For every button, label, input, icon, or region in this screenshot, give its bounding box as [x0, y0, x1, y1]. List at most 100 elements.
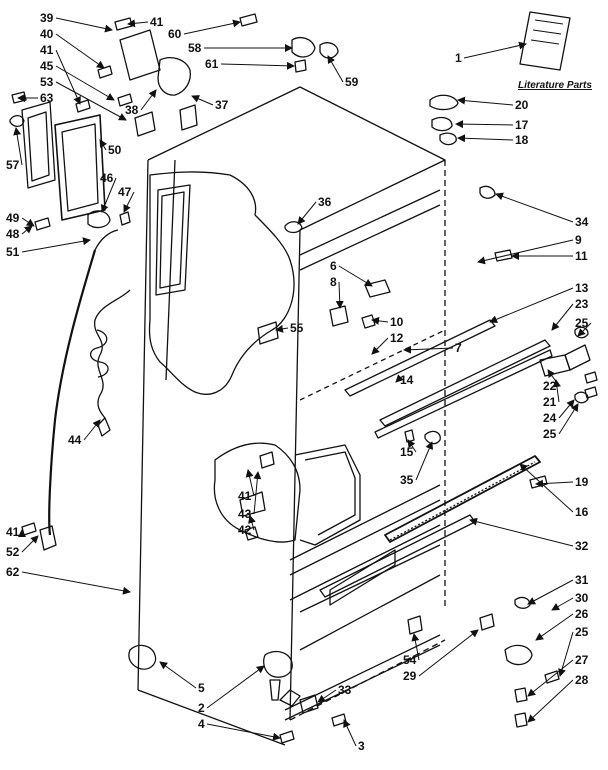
leader-c41c [245, 469, 255, 497]
callout-c15: 15 [400, 445, 414, 459]
leader-c38 [140, 89, 157, 111]
callout-c12: 12 [390, 331, 404, 345]
leader-c10 [371, 316, 389, 325]
callout-c13: 13 [575, 281, 589, 295]
leader-c17 [455, 120, 514, 129]
callout-c58: 58 [188, 41, 202, 55]
leader-c28 [527, 679, 574, 723]
leader-c29 [418, 629, 479, 677]
hinge-pin [429, 94, 459, 111]
leader-c60 [183, 19, 241, 35]
leader-c51 [21, 237, 91, 253]
callout-c41a: 41 [150, 15, 164, 29]
leader-c36 [297, 201, 317, 225]
leader-c39 [55, 17, 113, 33]
callout-c20: 20 [515, 98, 529, 112]
callout-c38: 38 [125, 103, 139, 117]
leader-c40 [55, 33, 105, 69]
leader-c3 [343, 719, 357, 747]
leader-c6 [338, 265, 373, 287]
callout-c5: 5 [198, 681, 205, 695]
leader-c41a [127, 19, 149, 28]
callout-c32: 32 [575, 539, 589, 553]
callout-c31: 31 [575, 573, 589, 587]
callout-c42: 42 [238, 523, 252, 537]
bracket [39, 525, 57, 551]
callout-c51: 51 [6, 245, 20, 259]
leader-c14 [395, 374, 404, 383]
leader-c35 [415, 441, 433, 481]
callout-c43: 43 [238, 507, 252, 521]
callout-c14: 14 [400, 373, 414, 387]
callout-c34: 34 [575, 215, 589, 229]
callout-c28: 28 [575, 673, 589, 687]
leader-c12 [371, 337, 389, 355]
callout-c37: 37 [215, 98, 229, 112]
leader-c21 [552, 379, 561, 403]
callout-c63: 63 [40, 91, 54, 105]
callout-c36: 36 [318, 195, 332, 209]
callout-c27: 27 [575, 653, 589, 667]
callout-c29: 29 [403, 669, 417, 683]
callout-c39: 39 [40, 11, 54, 25]
leader-c34 [495, 192, 574, 223]
callout-c24: 24 [543, 411, 557, 425]
leader-c9 [477, 239, 574, 265]
leader-c48 [21, 225, 33, 235]
callout-c45: 45 [40, 59, 54, 73]
callout-c53: 53 [40, 75, 54, 89]
leader-c15 [407, 439, 417, 453]
callout-c7: 7 [455, 341, 462, 355]
callout-c22: 22 [543, 379, 557, 393]
crisper-rail [384, 455, 541, 543]
callout-c8: 8 [330, 275, 337, 289]
callout-c54: 54 [403, 653, 417, 667]
callout-c60: 60 [168, 27, 182, 41]
roller-wheel [128, 644, 157, 670]
cross-rail [319, 514, 476, 598]
leader-c1 [463, 41, 527, 59]
leader-c41b [55, 49, 81, 105]
callout-c55: 55 [290, 321, 304, 335]
callout-c16: 16 [575, 505, 589, 519]
leader-c23 [551, 303, 574, 331]
leader-c47 [123, 191, 135, 213]
leader-c50 [99, 139, 108, 151]
callout-c18: 18 [515, 133, 529, 147]
leader-c52 [21, 535, 39, 553]
cabinet-outline [137, 86, 446, 746]
leader-c24 [558, 399, 575, 419]
callout-c41c: 41 [238, 489, 252, 503]
leader-c59 [327, 55, 344, 83]
callout-c41d: 41 [6, 525, 20, 539]
callout-c1: 1 [455, 51, 462, 65]
leader-c27 [527, 659, 574, 697]
leader-c33 [317, 689, 337, 703]
leader-c30 [551, 597, 574, 611]
drain-tube [48, 249, 97, 536]
leader-c7 [403, 345, 454, 354]
leader-c5 [159, 661, 197, 689]
literature-parts-caption: Literature Parts [518, 80, 592, 91]
callout-c40: 40 [40, 27, 54, 41]
callout-c25b: 25 [543, 427, 557, 441]
hinge-plate [21, 101, 56, 189]
leader-c49 [21, 217, 35, 227]
leader-c4 [206, 723, 281, 741]
callout-c35: 35 [400, 473, 414, 487]
callout-c26: 26 [575, 607, 589, 621]
leader-c57 [13, 127, 23, 166]
shelf-rail [344, 319, 553, 439]
leader-c31 [527, 579, 574, 605]
leader-c18 [457, 134, 514, 143]
callout-c62: 62 [6, 565, 20, 579]
leader-c42 [248, 515, 256, 531]
callout-c41b: 41 [40, 43, 54, 57]
callout-c50: 50 [108, 143, 122, 157]
callout-c3: 3 [358, 739, 365, 753]
callout-c10: 10 [390, 315, 404, 329]
callout-c6: 6 [330, 259, 337, 273]
callout-c9: 9 [575, 233, 582, 247]
